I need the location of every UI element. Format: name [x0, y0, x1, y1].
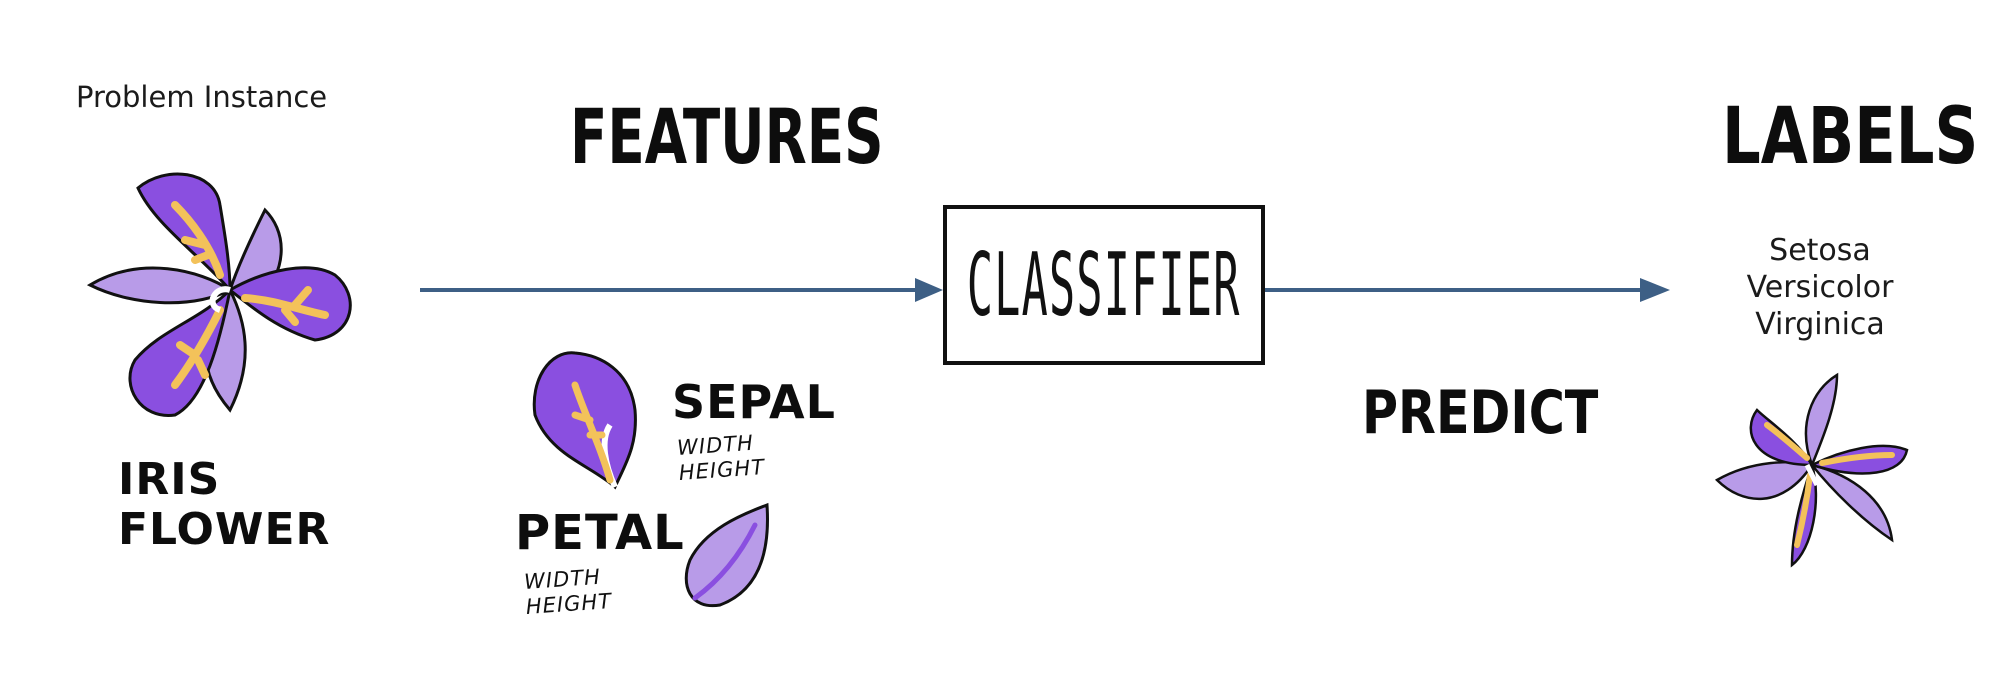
labels-title: LABELS [1722, 92, 1979, 182]
label-virginica: Virginica [1755, 307, 1885, 342]
caption-line-2: FLOWER [118, 504, 331, 555]
iris-flower-illustration [86, 172, 352, 417]
predicted-iris-illustration [1714, 372, 1909, 568]
sepal-illustration [532, 351, 637, 490]
predict-label: PREDICT [1362, 378, 1599, 448]
features-title: FEATURES [570, 92, 884, 181]
label-versicolor: Versicolor [1746, 270, 1894, 305]
label-setosa: Setosa [1769, 233, 1871, 268]
problem-instance-label: Problem Instance [76, 80, 328, 114]
iris-flower-caption: IRIS FLOWER [118, 455, 330, 555]
classifier-label: CLASSIFIER [967, 233, 1241, 337]
petal-illustration [684, 502, 769, 608]
caption-line-1: IRIS [118, 454, 221, 505]
petal-height-label: HEIGHT [525, 588, 613, 619]
sepal-height-label: HEIGHT [678, 454, 766, 485]
sepal-title: SEPAL [672, 375, 836, 429]
classifier-box: CLASSIFIER [943, 205, 1265, 365]
sepal-dims: WIDTH HEIGHT [676, 430, 765, 486]
labels-list: Setosa Versicolor Virginica [1720, 232, 1920, 343]
petal-title: PETAL [515, 505, 685, 561]
output-arrow [1265, 278, 1670, 302]
petal-dims: WIDTH HEIGHT [523, 564, 612, 620]
input-arrow [420, 278, 943, 302]
